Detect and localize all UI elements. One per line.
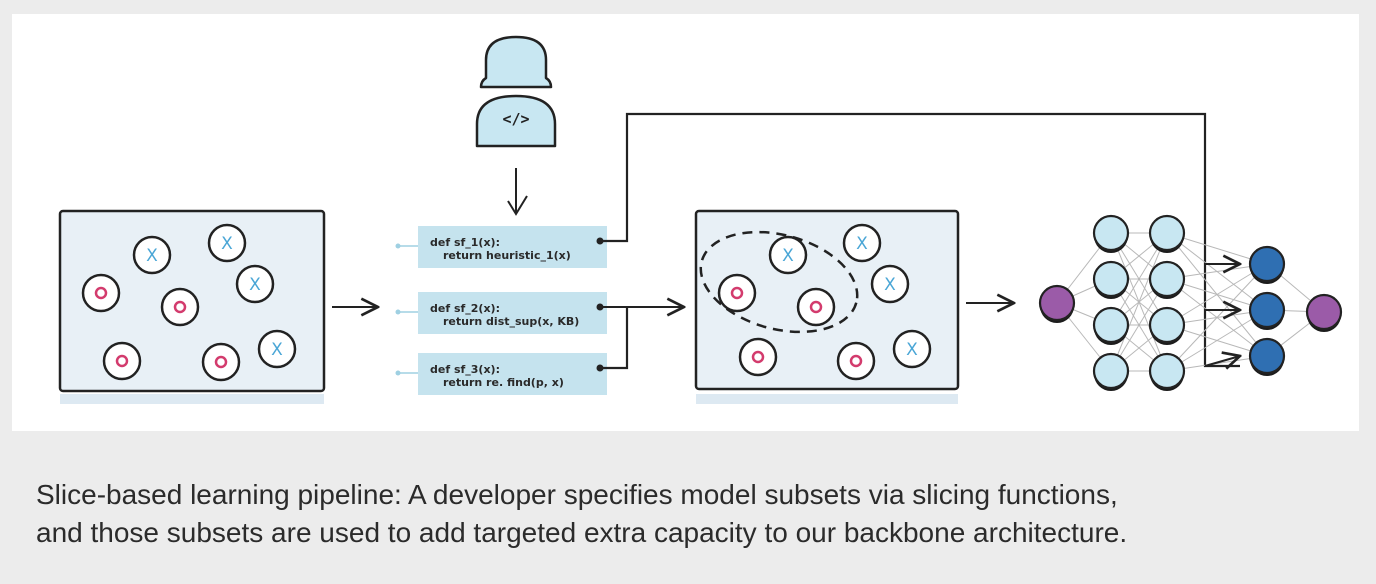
slice-boundary [699, 230, 859, 334]
slicing-function-3: def sf_3(x): return re. find(p, x) [395, 353, 607, 395]
o-data-point [102, 341, 142, 381]
input-node [1038, 284, 1076, 322]
slice-head-node [1248, 337, 1286, 375]
slice-head-node [1248, 245, 1286, 283]
x-data-point: X [768, 235, 808, 275]
x-data-point: X [870, 264, 910, 304]
o-data-point [160, 287, 200, 327]
caption-line-2: and those subsets are used to add target… [36, 517, 1128, 548]
hidden-node [1148, 260, 1186, 298]
sf1-line2: return heuristic_1(x) [443, 249, 571, 262]
sf2-line2: return dist_sup(x, KB) [443, 315, 579, 328]
sf3-line2: return re. find(p, x) [443, 376, 564, 389]
x-data-point: X [235, 264, 275, 304]
o-data-point [201, 342, 241, 382]
hidden-node [1148, 352, 1186, 390]
hidden-node [1148, 214, 1186, 252]
o-data-point [81, 273, 121, 313]
svg-text:X: X [856, 234, 868, 254]
sf2-line1: def sf_2(x): [430, 302, 500, 315]
sf1-line1: def sf_1(x): [430, 236, 500, 249]
hidden-node [1092, 306, 1130, 344]
sf3-line1: def sf_3(x): [430, 363, 500, 376]
connector-sf3 [600, 307, 629, 370]
slicing-function-1: def sf_1(x): return heuristic_1(x) [395, 226, 607, 268]
svg-text:X: X [271, 340, 283, 360]
developer-icon: </> [475, 35, 557, 148]
svg-text:X: X [146, 246, 158, 266]
x-data-point: X [207, 223, 247, 263]
o-data-point [717, 273, 757, 313]
svg-text:X: X [249, 275, 261, 295]
svg-text:X: X [884, 275, 896, 295]
neural-network [1038, 214, 1343, 391]
x-data-point: X [842, 223, 882, 263]
hidden-node [1148, 306, 1186, 344]
hidden-node [1092, 352, 1130, 390]
o-data-point [738, 337, 778, 377]
o-data-point [796, 287, 836, 327]
x-data-point: X [257, 329, 297, 369]
svg-text:X: X [906, 340, 918, 360]
hidden-node [1092, 214, 1130, 252]
connector-sf1 [600, 112, 1240, 368]
slicing-function-2: def sf_2(x): return dist_sup(x, KB) [395, 292, 607, 334]
caption-line-1: Slice-based learning pipeline: A develop… [36, 479, 1118, 510]
svg-text:X: X [782, 246, 794, 266]
figure-caption: Slice-based learning pipeline: A develop… [36, 476, 1356, 552]
svg-text:X: X [221, 234, 233, 254]
code-symbol: </> [502, 110, 529, 128]
o-data-point [836, 341, 876, 381]
output-node [1305, 293, 1343, 331]
x-data-point: X [892, 329, 932, 369]
x-data-point: X [132, 235, 172, 275]
slice-head-node [1248, 291, 1286, 329]
hidden-node [1092, 260, 1130, 298]
